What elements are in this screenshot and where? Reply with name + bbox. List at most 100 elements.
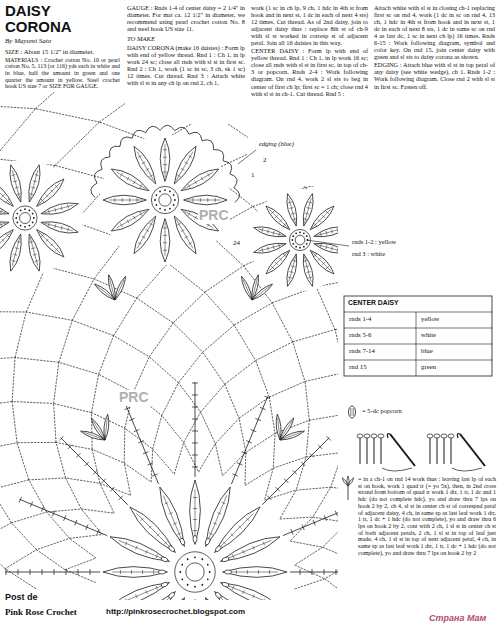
petal [0,230,13,257]
dc-tick [136,546,138,550]
dc-tick [173,620,177,622]
dc-tick [147,463,153,465]
chain-stitch [198,444,222,476]
section-heading: TO MAKE [127,35,245,42]
dc-tick [163,250,167,251]
sc-dot [24,226,26,228]
dc-tick [192,419,198,420]
dc-tick [308,202,312,203]
dc-tick [291,529,293,535]
dc-tick [279,219,282,222]
chain-stitch [323,547,355,579]
sc-dot [16,213,18,215]
sc-dot [303,232,305,234]
dc-tick [125,542,127,546]
dc-tick [276,487,280,491]
chain-stitch [483,392,500,467]
center-ring [295,235,305,245]
popcorn [225,570,232,574]
petal-stitch [176,152,193,181]
dc-tick [307,271,311,272]
dc-tick [129,198,130,202]
leaf-vein [93,421,105,440]
dc-tick [188,242,191,244]
stitch-loop [448,434,454,438]
dc-line [231,396,267,484]
dc-tick [283,254,286,257]
dc-line [195,382,196,477]
sc-dot [174,199,176,201]
petal-stitch [39,232,60,253]
dc-tick [19,497,21,503]
dc-tick [217,513,221,515]
daisy-ground [249,189,351,291]
chain-stitch [319,579,352,610]
stitch-post [360,438,361,464]
daisy-ground [100,135,230,265]
popcorn [204,598,210,606]
leaf [280,431,304,440]
petal [184,195,227,205]
petal [287,254,297,286]
stitch-loop [371,434,377,438]
popcorn [214,545,222,553]
stitch-loop [364,434,370,438]
credit-url: http://pinkrosecrochet.blogspot.com [106,608,245,617]
dc-tick [46,239,49,242]
chain-stitch [273,457,306,490]
dc-tick [61,226,62,230]
chain-stitch [29,478,66,512]
popcorn-stitch [352,408,353,416]
chain-stitch [92,413,125,450]
dc-tick [253,546,255,550]
leader-line [306,240,349,246]
dc-tick [177,175,180,177]
sc-dot [292,235,294,237]
sc-dot [207,564,209,566]
dc-tick [289,271,293,272]
table-rule [344,328,492,329]
dc-tick [193,530,197,531]
chain-stitch [483,339,500,415]
chain-stitch [418,277,483,340]
petal-stitch [136,513,171,548]
dc-tick [13,254,17,255]
instruction-text: Attach white with sl st in closing ch-1 … [374,4,495,60]
table-rule [416,312,417,376]
dc-tick [149,223,152,225]
dc-tick [121,223,123,226]
chart-extras [238,150,492,500]
color-note: rnd 3 : white [352,250,385,257]
dc-tick [207,173,209,176]
table-cell: green [421,363,436,371]
hook-tip [387,434,390,439]
crochet-hook [460,434,485,466]
chain-stitch [322,121,425,174]
table-cell: rnds 1-4 [349,315,371,323]
sc-dot [164,209,166,211]
sc-dot [29,209,31,211]
dc-tick [31,248,35,249]
dc-tick [192,443,198,444]
leaf-cluster [276,414,304,440]
sc-dot [24,208,26,210]
chain-stitch [454,229,500,302]
petal [37,179,64,206]
dc-tick [313,520,315,526]
popcorn [221,581,229,587]
petal-stitch [289,257,296,282]
dc-line [61,438,128,505]
gauge-note: GAUGE : Rnds 1-4 of center daisy = 2 1/4… [127,4,245,32]
chain-stitch [5,550,37,589]
petal-stitch [0,205,6,213]
dc-tick [85,462,89,466]
center-daisy [100,477,290,628]
edging-loop [214,150,224,161]
petal-stitch [317,244,342,251]
petal [103,195,146,205]
chain-stitch [306,452,343,487]
dc-tick [177,533,181,535]
chain-stitch [239,397,275,433]
chain-stitch [151,449,174,482]
chain-stitch [0,443,17,490]
